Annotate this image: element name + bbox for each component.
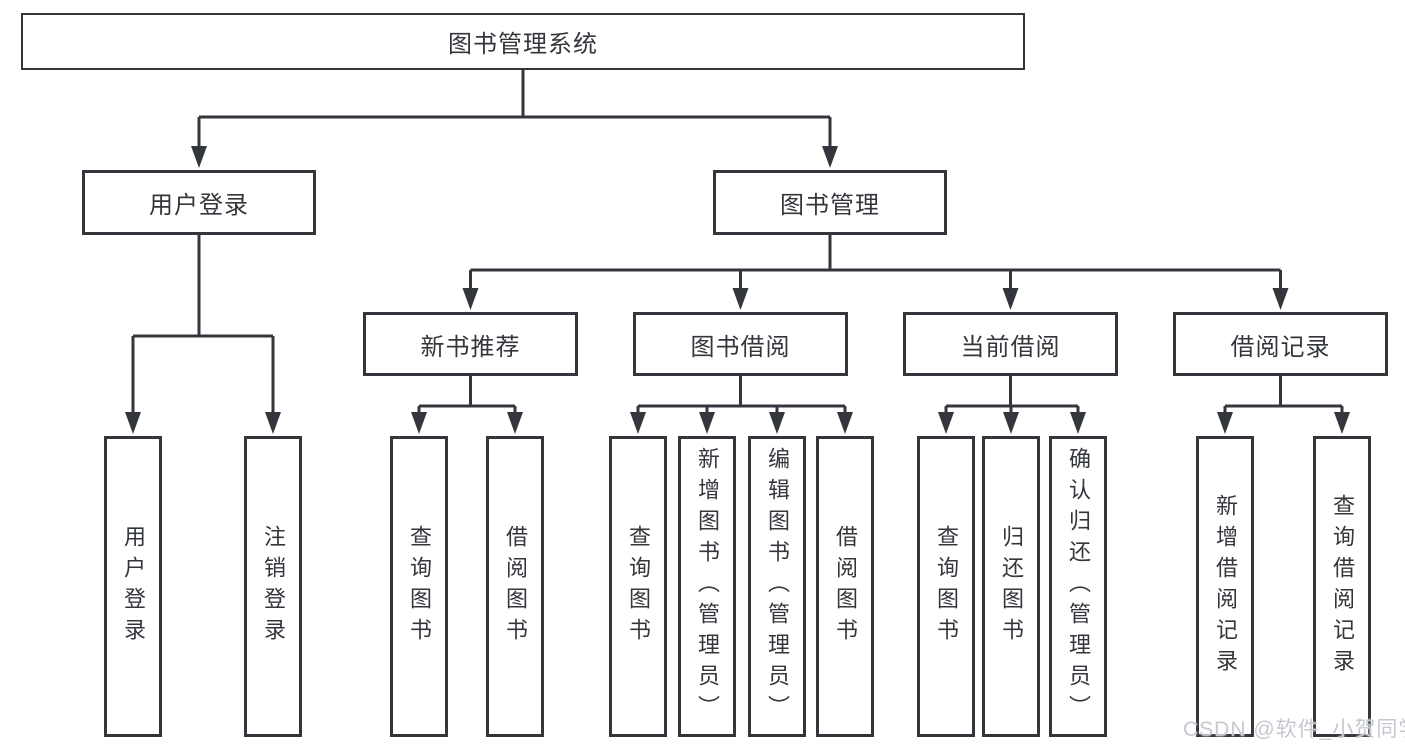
arrow-icon [1217, 412, 1233, 434]
csdn-watermark: CSDN @软件_小贺同学 [1183, 718, 1405, 741]
arrow-icon [732, 288, 749, 310]
arrow-icon [630, 412, 646, 434]
leaf-logout: 注销登录 [244, 436, 302, 737]
leaf-query-books-newbooks: 查询图书 [390, 436, 448, 737]
leaf-label: 查询图书 [407, 524, 432, 649]
leaf-label: 注销登录 [261, 524, 286, 649]
arrow-icon [699, 412, 715, 434]
connector-paths [131, 70, 1344, 416]
leaf-confirm-return-admin: 确认归还（管理员） [1049, 436, 1107, 737]
arrow-icon [462, 288, 479, 310]
arrow-icon [125, 412, 141, 434]
leaf-label: 编辑图书（管理员） [765, 447, 790, 726]
node-book-management: 图书管理 [713, 170, 947, 235]
leaf-label: 确认归还（管理员） [1066, 447, 1091, 726]
node-current-borrowing: 当前借阅 [903, 312, 1118, 376]
leaf-user-login: 用户登录 [104, 436, 162, 737]
arrow-icon [837, 412, 853, 434]
leaf-label: 借阅图书 [833, 524, 858, 649]
node-book-borrowing: 图书借阅 [633, 312, 848, 376]
leaf-label: 用户登录 [121, 524, 146, 649]
arrow-icon [1070, 412, 1086, 434]
leaf-query-borrow-record: 查询借阅记录 [1313, 436, 1371, 737]
leaf-label: 查询借阅记录 [1330, 493, 1355, 680]
leaf-label: 查询图书 [934, 524, 959, 649]
leaf-add-borrow-record: 新增借阅记录 [1196, 436, 1254, 737]
leaf-borrow-books-borrowing: 借阅图书 [816, 436, 874, 737]
arrow-icon [1334, 412, 1350, 434]
arrow-icon [507, 412, 523, 434]
leaf-label: 归还图书 [999, 524, 1024, 649]
leaf-label: 新增借阅记录 [1213, 493, 1238, 680]
arrow-icon [191, 146, 207, 168]
arrow-icon [1003, 412, 1019, 434]
arrow-icon [938, 412, 954, 434]
node-root-system: 图书管理系统 [21, 13, 1025, 70]
arrow-icon [822, 146, 838, 168]
arrowheads [125, 146, 1350, 434]
leaf-label: 查询图书 [626, 524, 651, 649]
leaf-edit-books-admin: 编辑图书（管理员） [748, 436, 806, 737]
arrow-icon [411, 412, 427, 434]
arrow-icon [1002, 288, 1019, 310]
arrow-icon [265, 412, 281, 434]
leaf-query-books-borrowing: 查询图书 [609, 436, 667, 737]
leaf-add-books-admin: 新增图书（管理员） [678, 436, 736, 737]
node-user-login: 用户登录 [82, 170, 316, 235]
arrow-icon [1272, 288, 1289, 310]
node-borrowing-records: 借阅记录 [1173, 312, 1388, 376]
leaf-query-books-current: 查询图书 [917, 436, 975, 737]
leaf-label: 借阅图书 [503, 524, 528, 649]
arrow-icon [769, 412, 785, 434]
leaf-return-books: 归还图书 [982, 436, 1040, 737]
leaf-label: 新增图书（管理员） [695, 447, 720, 726]
leaf-borrow-books-newbooks: 借阅图书 [486, 436, 544, 737]
node-new-book-recommend: 新书推荐 [363, 312, 578, 376]
